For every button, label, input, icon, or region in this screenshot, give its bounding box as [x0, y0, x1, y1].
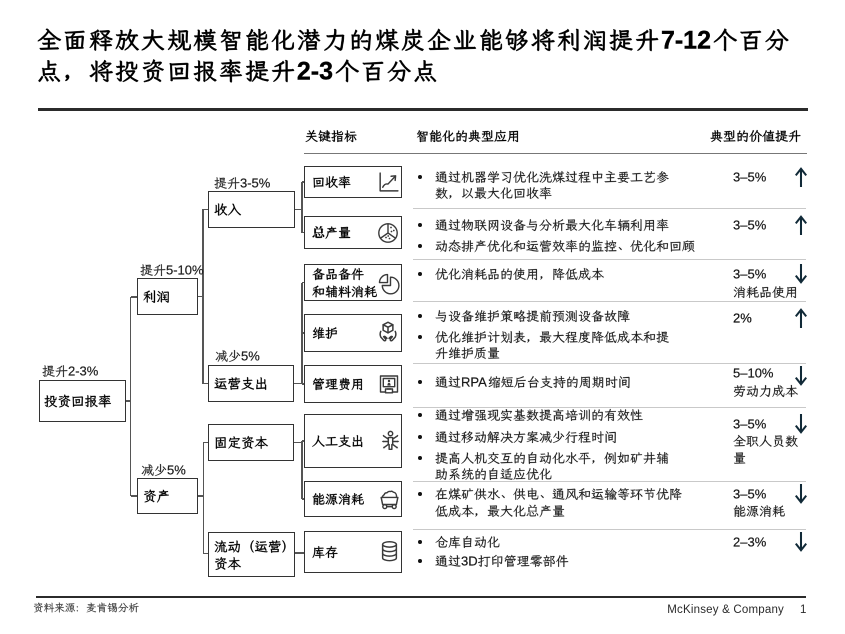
svg-text:2-3: 2-3: [297, 58, 333, 86]
svg-text:7-12: 7-12: [661, 27, 711, 55]
svg-text:3–5%: 3–5%: [733, 267, 767, 282]
svg-text:3–5%: 3–5%: [733, 218, 767, 233]
svg-text:3–5%: 3–5%: [733, 170, 767, 185]
svg-text:2–3%: 2–3%: [733, 535, 767, 550]
svg-text:3D: 3D: [461, 554, 478, 569]
svg-text:RPA: RPA: [461, 375, 487, 390]
svg-text:3–5%: 3–5%: [733, 417, 767, 432]
svg-text:2-3%: 2-3%: [68, 364, 99, 379]
svg-text:5%: 5%: [241, 349, 260, 364]
svg-text:3-5%: 3-5%: [240, 176, 271, 191]
svg-text:5%: 5%: [167, 463, 186, 478]
svg-text:3–5%: 3–5%: [733, 487, 767, 502]
svg-text:5-10%: 5-10%: [166, 263, 204, 278]
svg-text:2%: 2%: [733, 311, 752, 326]
svg-text:5–10%: 5–10%: [733, 366, 774, 381]
